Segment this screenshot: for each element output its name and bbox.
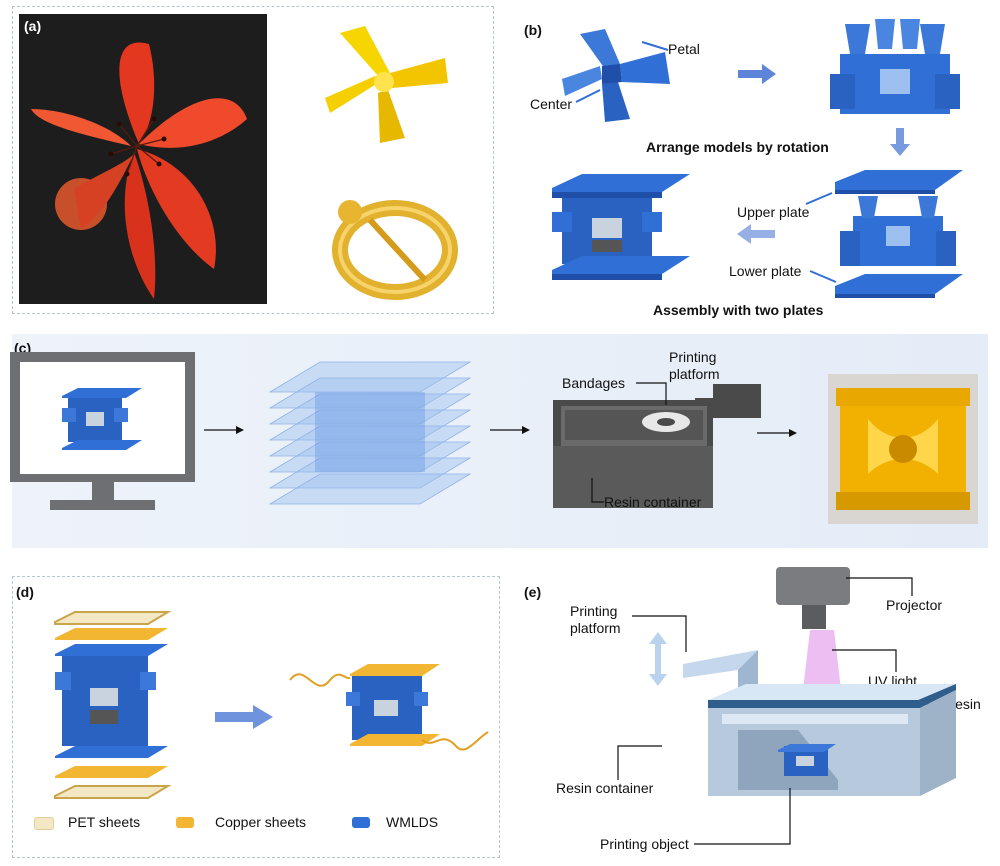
printing-object-pointer: [694, 788, 791, 845]
resin-container-label-e: Resin container: [556, 780, 654, 796]
yellow-petal-model: [325, 26, 448, 143]
legend-copper-label: Copper sheets: [215, 814, 307, 830]
upper-plate-label: Upper plate: [737, 204, 810, 220]
resin-container-label-c: Resin container: [604, 494, 702, 510]
arrange-caption: Arrange models by rotation: [646, 139, 829, 155]
legend-pet-swatch: [34, 817, 54, 830]
legend-wmlds-swatch: [352, 817, 370, 828]
panel-a-frame: [12, 6, 494, 314]
platform-pointer: [632, 615, 687, 652]
arrow-right-icon: [738, 64, 776, 84]
rotated-petals-model: [830, 19, 960, 114]
arrow-right-icon: [204, 426, 244, 434]
assembly-caption: Assembly with two plates: [653, 302, 824, 318]
arrow-left-icon: [737, 224, 775, 244]
uv-light-pointer: [832, 649, 897, 672]
printing-object-label: Printing object: [600, 836, 689, 852]
assembled-model: [552, 174, 690, 280]
printing-platform-label-c-2: platform: [669, 366, 720, 382]
panel-b-letter: (b): [524, 22, 542, 38]
upper-plate: [835, 170, 963, 194]
exploded-sensor-stack: [54, 611, 172, 799]
center-label: Center: [530, 96, 573, 112]
resin-tank: [683, 650, 956, 796]
legend-wmlds-label: WMLDS: [386, 814, 439, 830]
resin-container-pointer-c: [591, 478, 604, 503]
arrow-down-icon: [890, 128, 910, 156]
legend-copper-swatch: [176, 817, 194, 828]
petal-center-unit: [562, 29, 670, 122]
resin-printer-container: [553, 384, 761, 508]
arrow-right-icon: [757, 429, 797, 437]
computer-monitor: [10, 352, 195, 510]
panel-a-letter: (a): [24, 18, 42, 34]
assembled-sensor: [289, 664, 489, 751]
projector: [776, 567, 850, 629]
panel-d-frame: [12, 576, 500, 858]
bandages-pointer: [636, 382, 667, 405]
printing-platform-label-e-1: Printing: [570, 603, 618, 619]
projector-pointer: [846, 577, 913, 596]
middle-model: [840, 196, 956, 266]
lower-plate-pointer: [809, 270, 837, 283]
legend-pet-label: PET sheets: [68, 814, 141, 830]
printing-platform-label-e-2: platform: [570, 620, 621, 636]
petal-pointer: [641, 41, 669, 51]
lower-plate: [835, 274, 963, 298]
projector-label: Projector: [886, 597, 943, 613]
arrow-right-icon: [490, 426, 530, 434]
upper-plate-pointer: [805, 192, 833, 205]
printing-platform-label-c-1: Printing: [669, 349, 717, 365]
bandages-label: Bandages: [562, 375, 626, 391]
petal-label: Petal: [668, 41, 700, 57]
center-pointer: [575, 89, 601, 103]
gold-ring-model: [332, 200, 458, 300]
printed-sample-photo: [828, 374, 978, 524]
panel-e-letter: (e): [524, 584, 542, 600]
sliced-layers-model: [268, 361, 472, 505]
resin-container-pointer-e: [617, 745, 662, 780]
panel-d-letter: (d): [16, 584, 34, 600]
arrow-right-icon: [215, 705, 273, 729]
platform-updown-arrow-icon: [649, 632, 667, 686]
lower-plate-label: Lower plate: [729, 263, 802, 279]
red-flower-illustration: [31, 42, 247, 299]
